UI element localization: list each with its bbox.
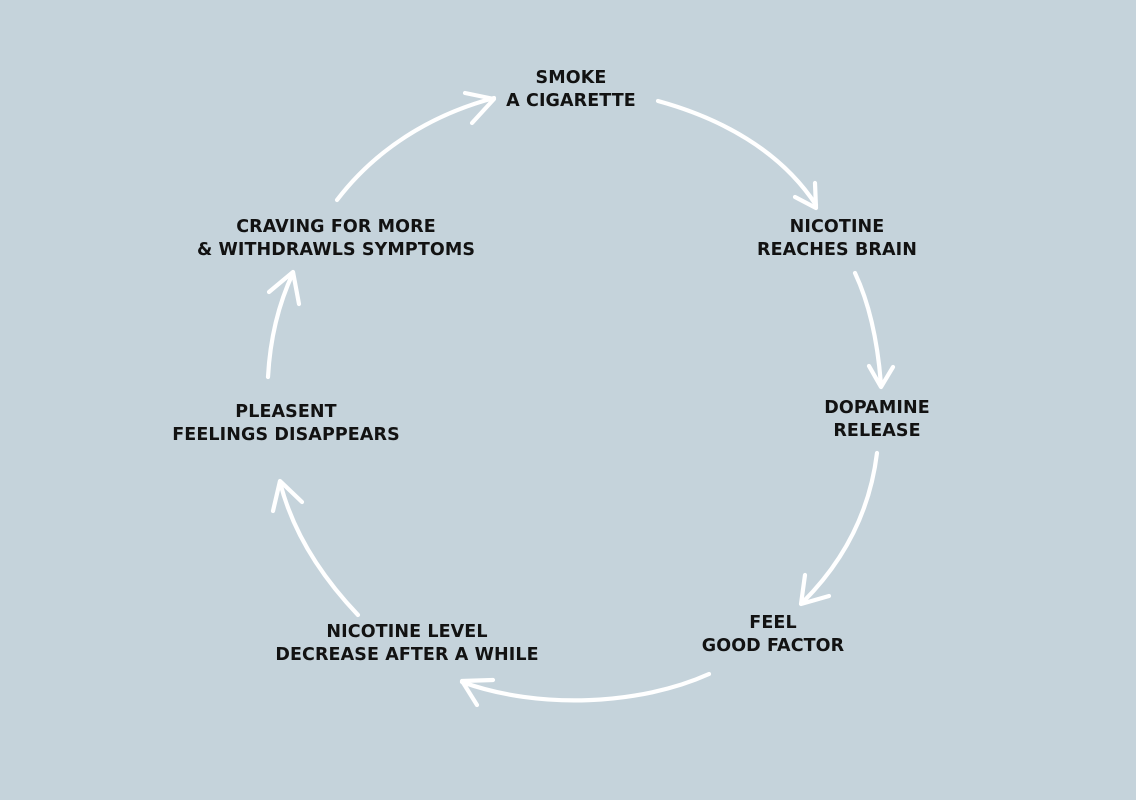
node-label-line2: FEELINGS DISAPPEARS xyxy=(172,425,400,445)
arrow-head xyxy=(462,90,497,126)
arrow-head xyxy=(270,478,305,514)
arrow-shaft xyxy=(265,270,296,380)
node-label-line1: CRAVING FOR MORE xyxy=(236,217,436,237)
node-label-line2: & WITHDRAWLS SYMPTOMS xyxy=(196,240,476,260)
arrow-shaft xyxy=(277,479,361,618)
node-dopamine-release: DOPAMINE RELEASE xyxy=(824,397,930,443)
node-label-line2: A CIGARETTE xyxy=(506,91,636,111)
arrow-head xyxy=(798,572,832,607)
node-craving-for-more: CRAVING FOR MORE & WITHDRAWLS SYMPTOMS xyxy=(197,216,475,262)
arrow-shaft xyxy=(459,671,712,703)
node-label-line1: DOPAMINE xyxy=(824,398,930,418)
arrow-pleasent-to-craving xyxy=(265,269,302,380)
arrow-head xyxy=(792,180,819,211)
arrow-head xyxy=(459,677,496,708)
node-pleasent-feelings-disappears: PLEASENT FEELINGS DISAPPEARS xyxy=(172,401,400,447)
node-nicotine-reaches-brain: NICOTINE REACHES BRAIN xyxy=(757,216,917,262)
arrow-nicotine-decrease-to-pleasent xyxy=(270,478,361,618)
arrow-head xyxy=(266,269,302,307)
node-label-line2: DECREASE AFTER A WHILE xyxy=(275,645,539,665)
arrow-shaft xyxy=(655,98,819,208)
node-label-line2: RELEASE xyxy=(833,421,921,441)
arrow-shaft xyxy=(800,450,880,605)
node-label-line1: NICOTINE LEVEL xyxy=(326,622,488,642)
arrow-smoke-to-nicotine-brain xyxy=(655,98,819,211)
arrow-head xyxy=(866,363,896,390)
arrow-shaft xyxy=(334,95,497,203)
node-label-line1: SMOKE xyxy=(535,68,607,88)
arrow-feel-good-to-nicotine-decrease xyxy=(459,671,712,708)
node-feel-good-factor: FEEL GOOD FACTOR xyxy=(702,612,844,658)
node-label-line1: PLEASENT xyxy=(235,402,337,422)
node-nicotine-level-decrease: NICOTINE LEVEL DECREASE AFTER A WHILE xyxy=(275,621,538,667)
node-label-line2: REACHES BRAIN xyxy=(757,240,917,260)
arrow-dopamine-to-feel-good xyxy=(798,450,880,607)
node-smoke-a-cigarette: SMOKE A CIGARETTE xyxy=(506,67,636,113)
node-label-line1: FEEL xyxy=(749,613,797,633)
arrow-shaft xyxy=(852,270,884,388)
arrow-nicotine-brain-to-dopamine xyxy=(852,270,896,390)
node-label-line2: GOOD FACTOR xyxy=(701,636,845,656)
node-label-line1: NICOTINE xyxy=(789,217,885,237)
arrow-craving-to-smoke xyxy=(334,90,497,203)
